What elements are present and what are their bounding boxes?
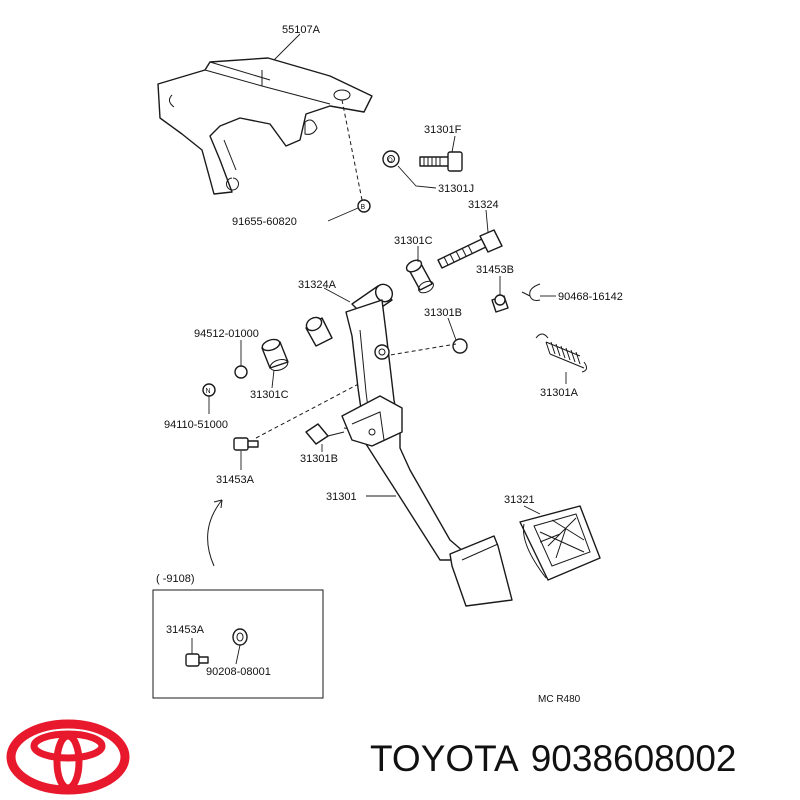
- label-31301j: 31301J: [438, 183, 474, 195]
- label-90468-16142: 90468-16142: [558, 291, 623, 303]
- inset-ring-90208: [232, 628, 248, 646]
- label-31301a: 31301A: [540, 387, 579, 399]
- bolt-31301f: [419, 151, 463, 172]
- bracket-55107a: [157, 57, 373, 195]
- label-31301c-upper: 31301C: [394, 235, 433, 247]
- label-31321: 31321: [504, 494, 535, 506]
- cushion-31301b-lower: [305, 423, 345, 445]
- inset-stopper-31453a: [185, 653, 209, 667]
- label-31301: 31301: [326, 491, 357, 503]
- label-31301b-lower: 31301B: [300, 453, 338, 465]
- label-inset-31453a: 31453A: [166, 624, 205, 636]
- label-31301f: 31301F: [424, 124, 462, 136]
- brand-name: TOYOTA: [370, 738, 519, 779]
- nut-94110-51000: N: [202, 383, 216, 397]
- label-31301c-lower: 31301C: [250, 389, 289, 401]
- label-31453b: 31453B: [476, 264, 514, 276]
- collar-letter: O: [388, 158, 393, 164]
- label-31324: 31324: [468, 199, 499, 211]
- label-inset-90208-08001: 90208-08001: [206, 666, 271, 678]
- clip-31453b: [491, 294, 509, 313]
- washer-letter: N: [206, 388, 211, 395]
- bushing-31324a-small: [305, 316, 333, 347]
- collar-31301j: O: [382, 150, 400, 168]
- label-94512-01000: 94512-01000: [194, 328, 259, 340]
- pin-90468-16142: [521, 283, 541, 301]
- bushing-31301c-upper: [405, 259, 434, 294]
- washer-94512-01000: [234, 365, 248, 379]
- inset-box: ( -9108) 31453A 90208-08001: [152, 573, 324, 699]
- part-number: 9038608002: [530, 738, 737, 779]
- stopper-31453a: [233, 437, 259, 451]
- label-31324a: 31324A: [298, 279, 337, 291]
- label-55107a: 55107A: [282, 24, 321, 36]
- footer-caption: TOYOTA 9038608002: [370, 738, 737, 780]
- label-31301b-upper: 31301B: [424, 307, 462, 319]
- toyota-logo: [6, 719, 130, 795]
- bolt-31324: [437, 229, 503, 269]
- drawing-code: MC R480: [538, 694, 581, 705]
- cushion-31301b-upper: [452, 338, 468, 354]
- pedal-arm-31301: [341, 299, 513, 607]
- inset-header: ( -9108): [156, 573, 195, 585]
- label-94110-51000: 94110-51000: [164, 419, 228, 431]
- spring-31301a: [535, 333, 588, 373]
- nut-91655-60820: B: [357, 199, 371, 213]
- nut-letter: B: [361, 204, 366, 211]
- label-31453a: 31453A: [216, 474, 255, 486]
- pedal-pad-31321: [519, 505, 601, 581]
- label-91655-60820: 91655-60820: [232, 216, 297, 228]
- bushing-31301c-lower: [261, 338, 289, 372]
